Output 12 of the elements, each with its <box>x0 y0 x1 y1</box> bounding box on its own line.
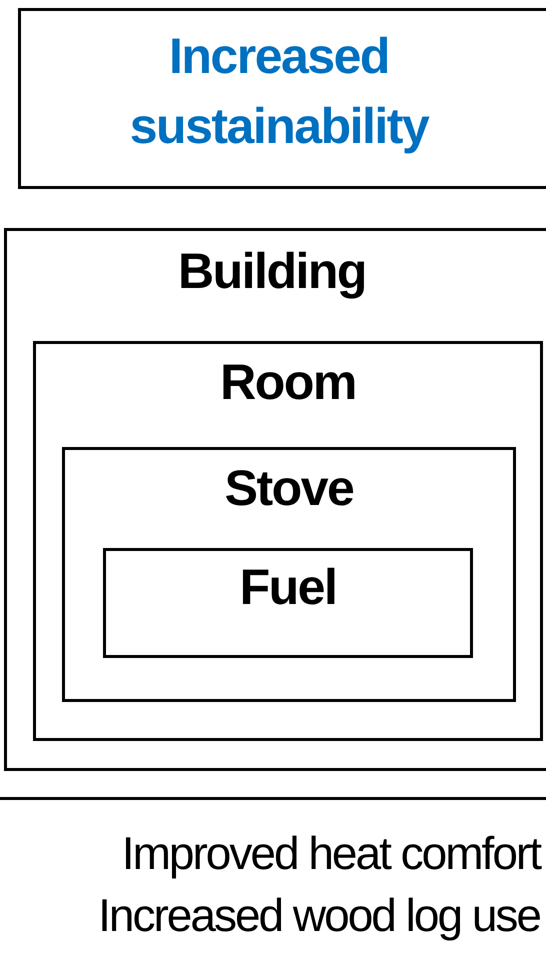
nested-box <box>62 447 516 702</box>
outcome-text: Improved heat comfort <box>122 826 540 881</box>
box-title: Increased sustainability <box>128 27 430 156</box>
box-title: Room <box>219 353 357 412</box>
nested-box <box>18 8 546 189</box>
nested-box <box>103 548 473 658</box>
box-title: Fuel <box>238 558 338 617</box>
box-title: Stove <box>224 459 354 518</box>
nested-box <box>4 228 546 771</box>
nested-box <box>33 341 543 741</box>
box-title: Building <box>177 242 367 301</box>
outcome-text: Increased wood log use <box>98 888 540 943</box>
